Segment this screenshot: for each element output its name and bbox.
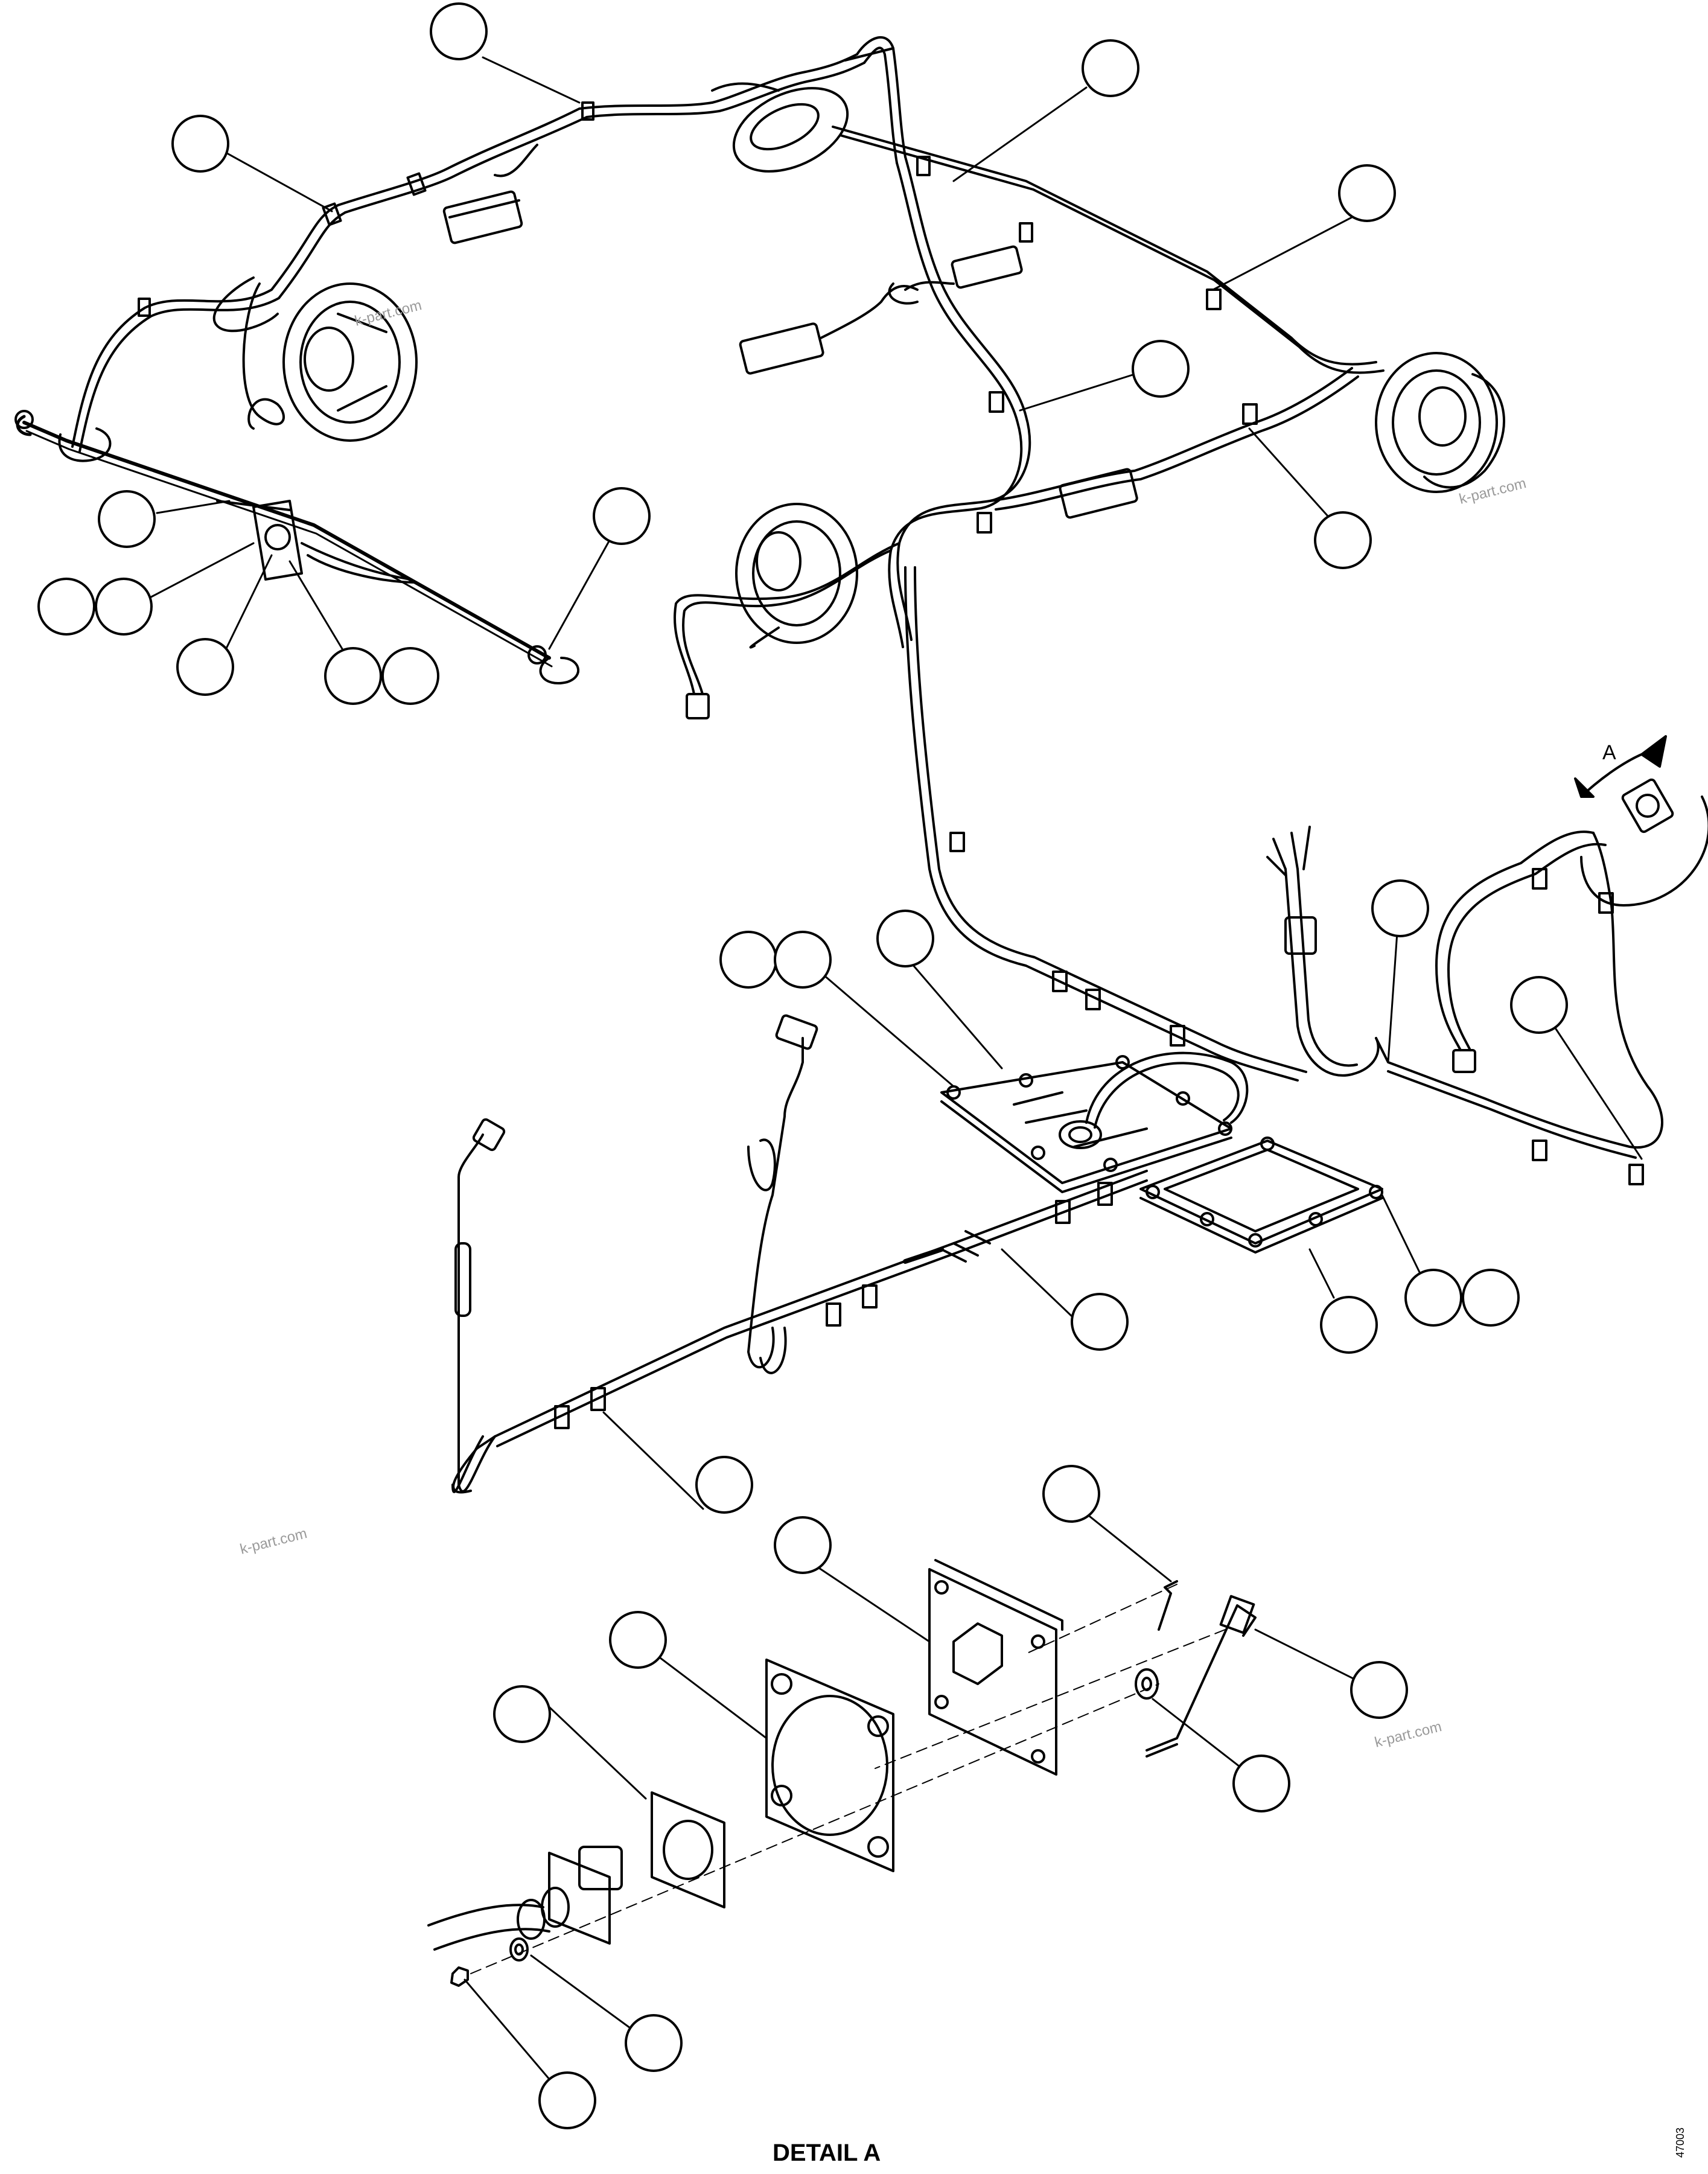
callout-balloon — [774, 931, 832, 989]
detail-a-indicator — [1574, 735, 1708, 907]
callout-balloon — [1082, 39, 1139, 97]
watermark-text: k-part.com — [1373, 1718, 1444, 1751]
watermark-text: k-part.com — [1458, 475, 1528, 508]
callout-balloon — [625, 2014, 683, 2072]
callout-balloons — [37, 2, 1568, 2129]
lower-harness — [451, 1014, 1148, 1494]
callout-balloon — [493, 1685, 551, 1743]
callout-balloon — [1338, 164, 1396, 222]
callout-balloon — [1350, 1661, 1408, 1719]
figure-number: 47003 — [1674, 2128, 1686, 2158]
callout-balloon — [719, 931, 777, 989]
callout-balloon — [593, 487, 651, 545]
dome-light — [711, 47, 894, 173]
callout-balloon — [95, 578, 153, 636]
callout-balloon — [324, 647, 382, 705]
callout-balloon — [1404, 1269, 1462, 1327]
callout-balloon — [1042, 1465, 1100, 1523]
callout-balloon — [171, 115, 229, 173]
floor-plate-small — [1139, 1136, 1383, 1254]
view-marker-label: A — [1602, 741, 1616, 764]
callout-balloon — [695, 1456, 753, 1514]
callout-balloon — [1071, 1293, 1129, 1351]
detail-a-caption: DETAIL A — [773, 2140, 881, 2166]
callout-balloon — [1132, 340, 1190, 398]
upper-right-harness — [674, 36, 1385, 719]
watermark-text: k-part.com — [238, 1525, 309, 1558]
speaker-middle — [735, 503, 858, 649]
callout-balloon — [1314, 511, 1372, 569]
callout-balloon — [430, 2, 488, 60]
callout-balloon — [37, 578, 95, 636]
callout-balloon — [1462, 1269, 1520, 1327]
speaker-upper-right — [1375, 352, 1505, 493]
callout-balloon — [98, 490, 156, 548]
callout-balloon — [538, 2071, 596, 2129]
detail-a-exploded-view — [427, 1559, 1257, 1987]
speaker-upper-left — [282, 282, 418, 442]
callout-balloon — [176, 638, 234, 696]
callout-balloon — [609, 1611, 667, 1669]
callout-balloon — [1510, 976, 1568, 1034]
callout-balloon — [1232, 1755, 1290, 1812]
callout-balloon — [876, 910, 934, 967]
callout-balloon — [1371, 879, 1429, 937]
vertical-trunk — [904, 566, 1307, 1082]
right-branch-harness — [1266, 826, 1663, 1185]
callout-balloon — [774, 1516, 832, 1574]
callout-leaders — [132, 56, 1643, 2102]
upper-left-harness — [14, 53, 865, 684]
callout-balloon — [381, 647, 439, 705]
callout-balloon — [1320, 1296, 1378, 1354]
floor-plate-large — [940, 1051, 1249, 1193]
